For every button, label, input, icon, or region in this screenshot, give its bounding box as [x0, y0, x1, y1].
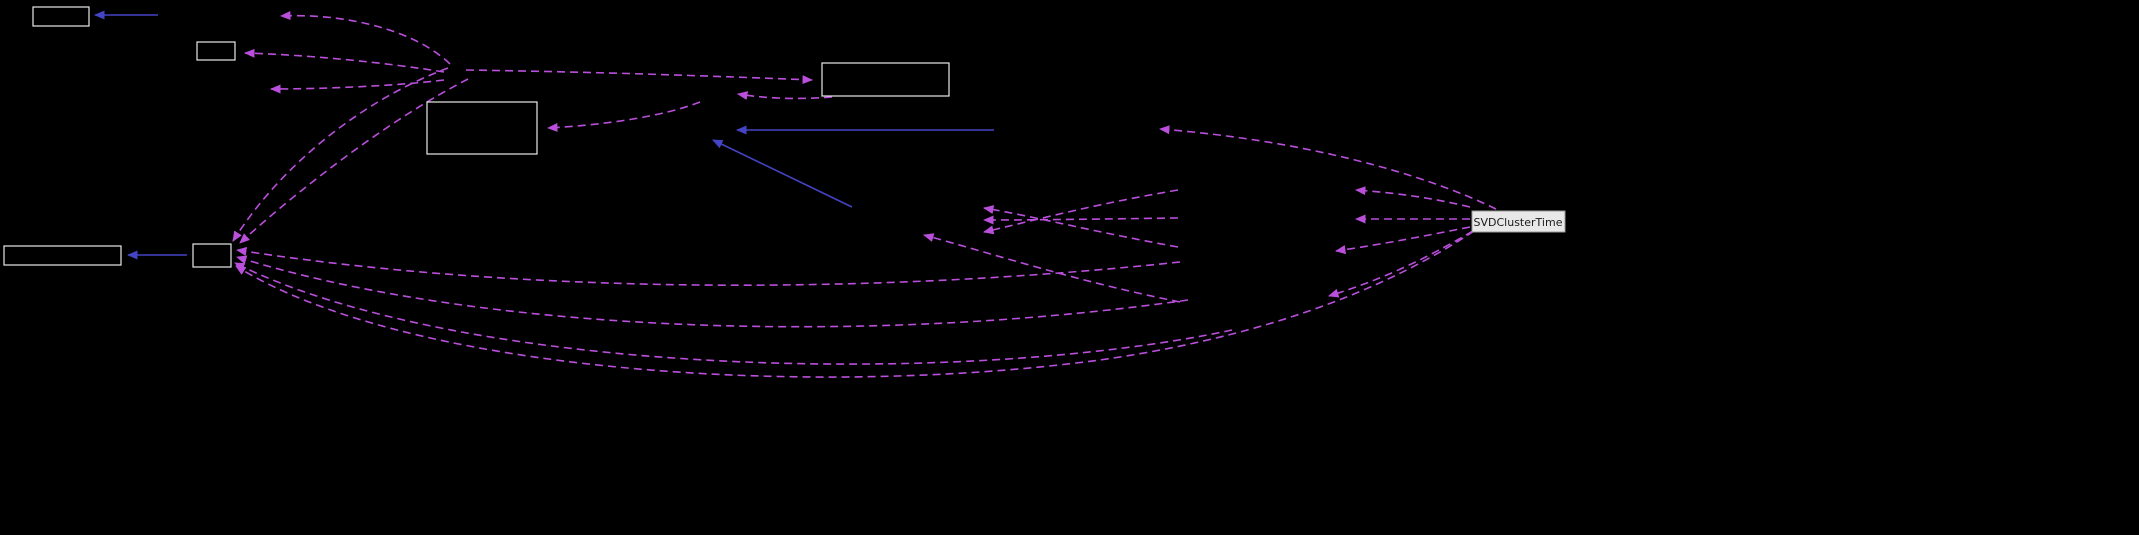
edges	[94, 10, 1497, 378]
dependency-edge-5	[737, 91, 833, 100]
dependency-edge-21	[1159, 125, 1497, 210]
dependency-edge-19	[1335, 226, 1471, 255]
dependency-edge-4	[465, 69, 813, 85]
dependency-edge-3	[270, 79, 445, 94]
solid-edge-3	[712, 139, 853, 208]
node-4[interactable]	[426, 101, 538, 155]
dependency-edge-7	[232, 67, 449, 242]
dependency-edge-16	[923, 233, 1181, 303]
node-6[interactable]	[192, 243, 232, 268]
dependency-edge-1	[280, 11, 451, 65]
dependency-edge-14	[234, 262, 1233, 365]
node-svdclustertime-label: SVDClusterTime	[1474, 216, 1563, 229]
dependency-edge-15	[235, 230, 1475, 378]
dependency-edge-2	[244, 48, 445, 73]
node-svdclustertime[interactable]: SVDClusterTime	[1471, 210, 1566, 233]
dependency-edge-20	[1328, 230, 1474, 298]
dependency-edge-11	[983, 189, 1179, 235]
node-1[interactable]	[32, 6, 90, 27]
dependency-edge-9	[983, 205, 1179, 248]
dependency-edge-8	[239, 78, 469, 244]
dependency-edge-6	[547, 101, 701, 133]
dependency-edge-12	[236, 247, 1181, 286]
node-3[interactable]	[821, 62, 950, 97]
node-2[interactable]	[196, 41, 236, 61]
node-5[interactable]	[3, 245, 122, 266]
dependency-edge-13	[236, 255, 1189, 328]
dependency-edge-10	[983, 215, 1179, 225]
dependency-edge-17	[1355, 186, 1471, 208]
nodes: SVDClusterTime	[3, 6, 1566, 268]
